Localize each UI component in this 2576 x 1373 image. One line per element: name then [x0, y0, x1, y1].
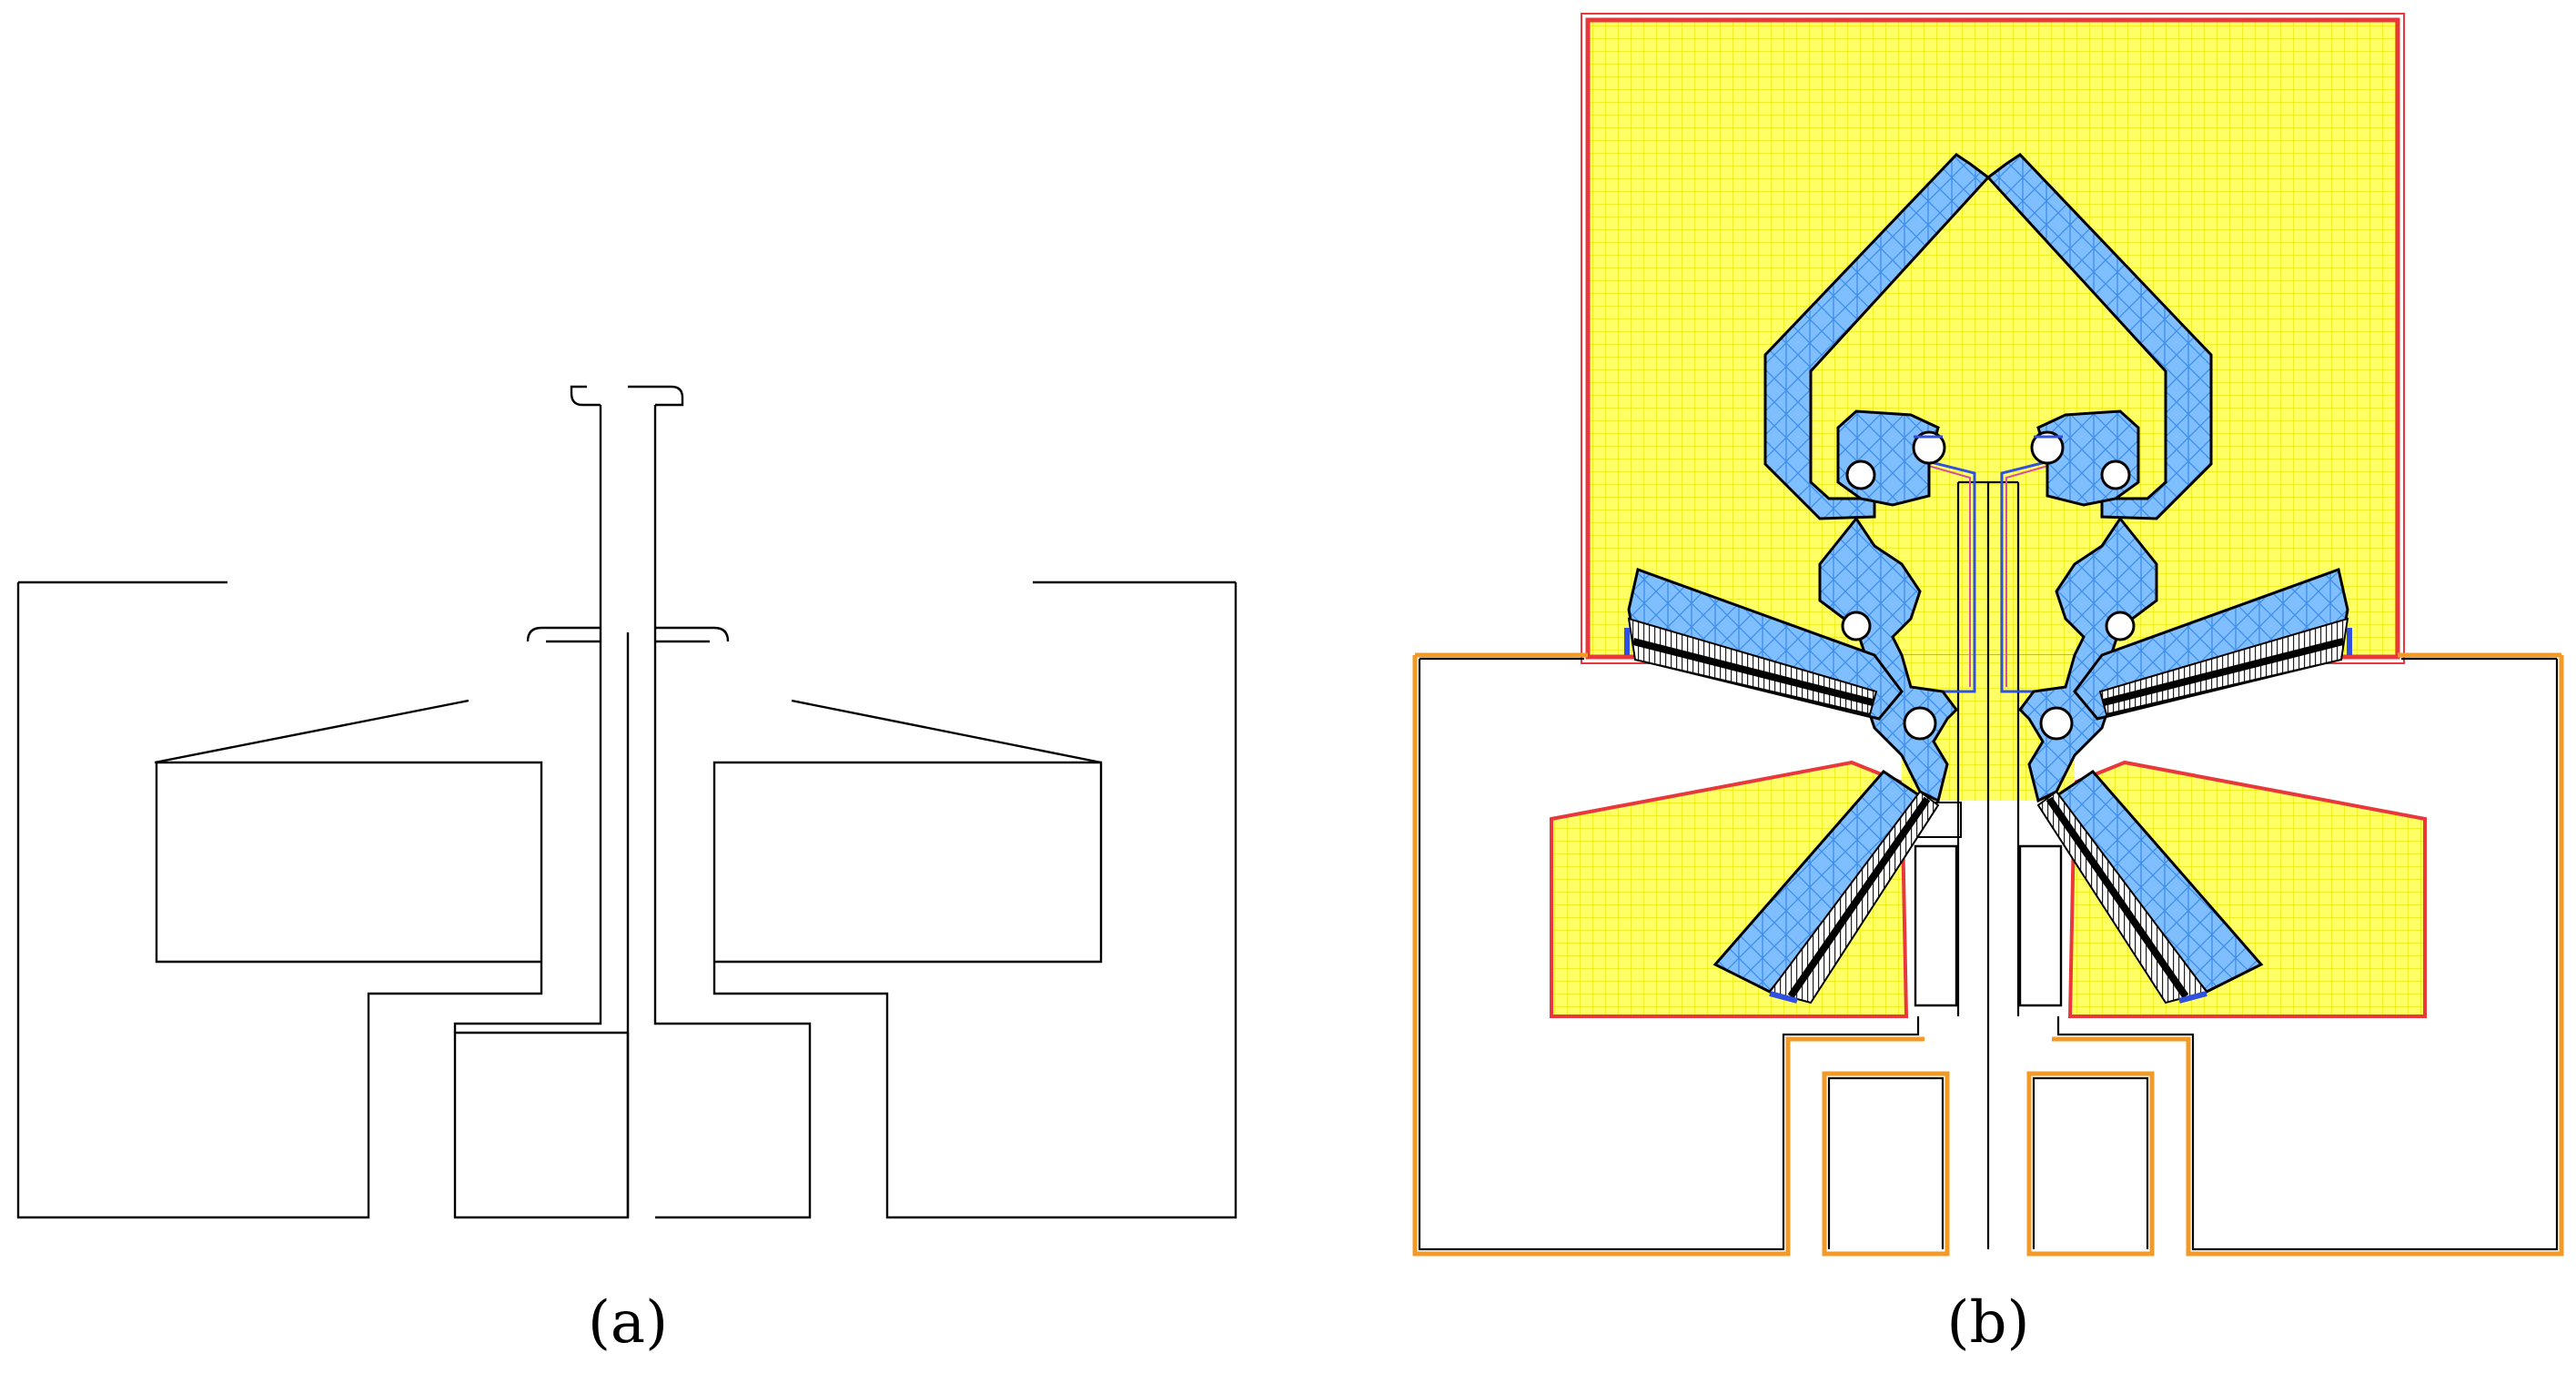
panel-b-caption: (b) — [1947, 1289, 2030, 1357]
panel-a-caption: (a) — [588, 1289, 668, 1357]
lower-comb-arm-right-b — [2036, 770, 2264, 1005]
slot-left — [1914, 844, 1958, 1007]
outer-frame-b-inner — [1418, 480, 2559, 1251]
upper-comb-arm-right-b — [2073, 568, 2352, 721]
slot-right — [2018, 844, 2063, 1007]
support-region-upper — [1585, 17, 2400, 660]
outer-frame-b — [1412, 652, 2564, 1257]
upper-comb-arm-left-b — [1624, 568, 1904, 721]
lower-comb-arm-left-b — [1712, 770, 1940, 1005]
panel-a-device — [16, 385, 1237, 1219]
panel-b-diagram — [1412, 13, 2564, 1257]
shuttle-head-right-b — [2030, 409, 2140, 507]
upper-lattice-arm-right-b — [1985, 153, 2213, 520]
mid-hinge-right-b — [2018, 516, 2158, 803]
shuttle-head-left-b — [1836, 409, 1946, 507]
